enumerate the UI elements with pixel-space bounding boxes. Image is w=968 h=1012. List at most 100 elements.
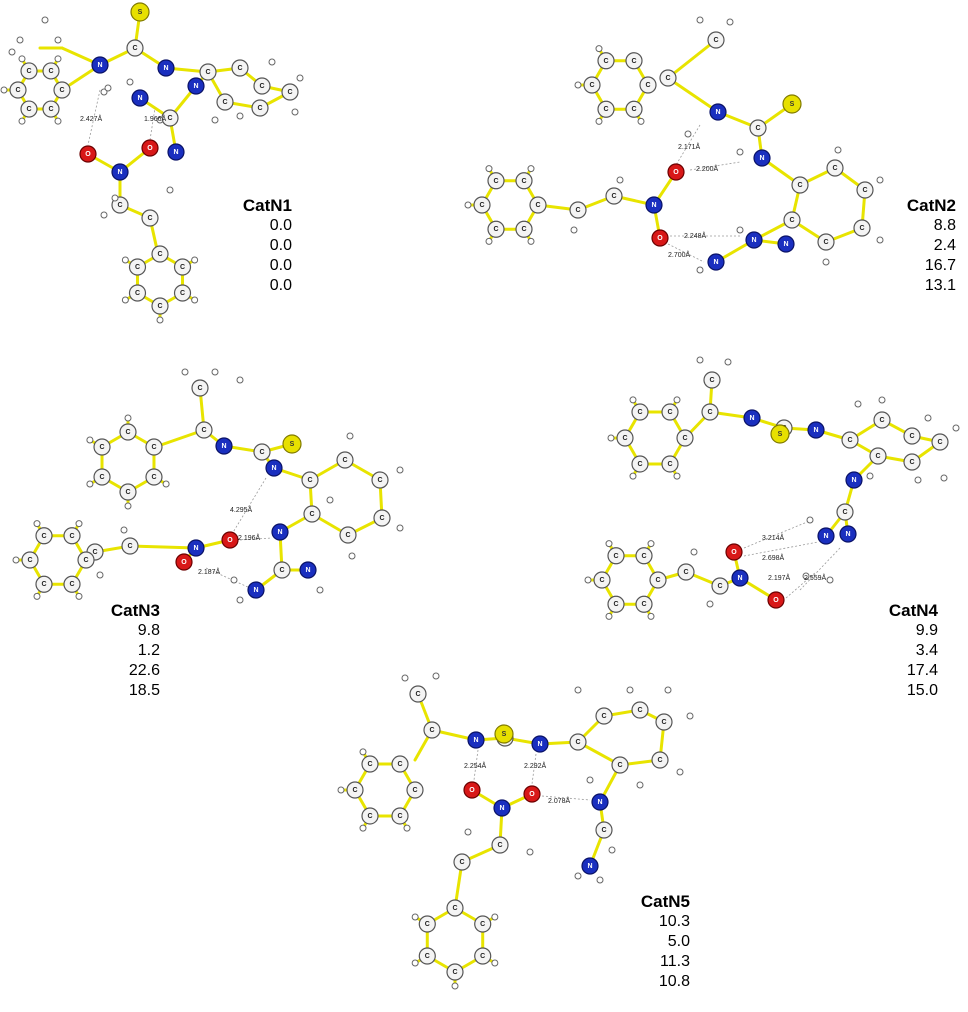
carbon-atom: C bbox=[216, 93, 234, 111]
carbon-atom: C bbox=[597, 100, 615, 118]
hydrogen-atom bbox=[126, 78, 134, 86]
energy-value: 17.4 bbox=[906, 662, 938, 679]
carbon-atom: C bbox=[649, 571, 667, 589]
carbon-atom: C bbox=[701, 403, 719, 421]
carbon-atom: C bbox=[42, 62, 60, 80]
atom-label: C bbox=[377, 477, 382, 484]
hydrogen-atom bbox=[451, 982, 459, 990]
carbon-atom: C bbox=[487, 220, 505, 238]
hydrogen-bond-line bbox=[541, 795, 591, 801]
carbon-atom: C bbox=[515, 220, 533, 238]
hydrogen-atom bbox=[121, 296, 129, 304]
atom-label: C bbox=[599, 577, 604, 584]
atom-label: C bbox=[379, 515, 384, 522]
atom-label: C bbox=[197, 385, 202, 392]
carbon-atom: C bbox=[418, 915, 436, 933]
atom-label: N bbox=[221, 443, 226, 450]
hydrogen-atom bbox=[211, 368, 219, 376]
atom-label: S bbox=[290, 441, 295, 448]
atom-label: C bbox=[279, 567, 284, 574]
atom-label: C bbox=[603, 58, 608, 65]
atom-label: C bbox=[99, 444, 104, 451]
hydrogen-atom bbox=[686, 712, 694, 720]
carbon-atom: C bbox=[453, 853, 471, 871]
hydrogen-atom bbox=[16, 36, 24, 44]
distance-label: 2.700Å bbox=[668, 250, 691, 259]
conformer-name: CatN2 bbox=[906, 196, 956, 215]
hydrogen-atom bbox=[124, 502, 132, 510]
carbon-atom: C bbox=[9, 81, 27, 99]
atom-label: C bbox=[69, 533, 74, 540]
atom-label: C bbox=[655, 577, 660, 584]
atom-label: O bbox=[227, 537, 233, 544]
hydrogen-atom bbox=[584, 576, 592, 584]
hydrogen-atom bbox=[491, 959, 499, 967]
atom-label: C bbox=[641, 553, 646, 560]
atom-label: C bbox=[717, 583, 722, 590]
hydrogen-atom bbox=[100, 88, 108, 96]
bond bbox=[666, 76, 720, 114]
atom-label: C bbox=[26, 106, 31, 113]
carbon-atom: C bbox=[635, 547, 653, 565]
hydrogen-bond-line bbox=[239, 537, 273, 541]
hydrogen-atom bbox=[86, 480, 94, 488]
carbon-atom: C bbox=[635, 595, 653, 613]
carbon-atom: C bbox=[836, 503, 854, 521]
hydrogen-bond-line bbox=[87, 89, 101, 146]
atom-label: C bbox=[41, 581, 46, 588]
atom-label: C bbox=[425, 921, 430, 928]
atom-label: C bbox=[667, 461, 672, 468]
nitrogen-atom: N bbox=[271, 523, 289, 541]
carbon-atom: C bbox=[631, 455, 649, 473]
hydrogen-atom bbox=[485, 237, 493, 245]
hydrogen-atom bbox=[41, 16, 49, 24]
carbon-atom: C bbox=[625, 52, 643, 70]
atom-label: C bbox=[657, 757, 662, 764]
carbon-atom: C bbox=[841, 431, 859, 449]
carbon-atom: C bbox=[474, 915, 492, 933]
carbon-atom: C bbox=[301, 471, 319, 489]
carbon-atom: C bbox=[191, 379, 209, 397]
hydrogen-atom bbox=[664, 686, 672, 694]
oxygen-atom: O bbox=[767, 591, 785, 609]
carbon-atom: C bbox=[128, 284, 147, 302]
hydrogen-atom bbox=[491, 913, 499, 921]
nitrogen-atom: N bbox=[131, 89, 149, 107]
atom-label: C bbox=[521, 178, 526, 185]
hydrogen-atom bbox=[690, 548, 698, 556]
hydrogen-atom bbox=[191, 296, 199, 304]
atom-label: C bbox=[459, 859, 464, 866]
atom-label: C bbox=[26, 68, 31, 75]
atom-label: N bbox=[759, 155, 764, 162]
hydrogen-atom bbox=[696, 266, 704, 274]
atom-label: C bbox=[637, 409, 642, 416]
conformer-name: CatN3 bbox=[110, 601, 160, 620]
carbon-atom: C bbox=[361, 807, 379, 825]
atom-label: N bbox=[117, 169, 122, 176]
atom-label: C bbox=[452, 969, 457, 976]
carbon-atom: C bbox=[707, 31, 725, 49]
hydrogen-atom bbox=[396, 466, 404, 474]
carbon-atom: C bbox=[409, 685, 427, 703]
hydrogen-bond-line bbox=[785, 571, 817, 599]
atom-label: C bbox=[909, 433, 914, 440]
distance-label: 2.427Å bbox=[80, 114, 103, 123]
atom-label: N bbox=[751, 237, 756, 244]
bond bbox=[128, 544, 198, 550]
atom-label: S bbox=[502, 731, 507, 738]
oxygen-atom: O bbox=[79, 145, 97, 163]
nitrogen-atom: N bbox=[493, 799, 511, 817]
nitrogen-atom: N bbox=[745, 231, 763, 249]
hydrogen-atom bbox=[156, 116, 164, 124]
atom-label: C bbox=[132, 45, 137, 52]
hydrogen-atom bbox=[527, 237, 535, 245]
carbon-atom: C bbox=[873, 411, 891, 429]
atom-label: S bbox=[790, 101, 795, 108]
hydrogen-atom bbox=[629, 472, 637, 480]
hydrogen-atom bbox=[526, 848, 534, 856]
atom-label: C bbox=[613, 601, 618, 608]
hydrogen-atom bbox=[854, 400, 862, 408]
carbon-atom: C bbox=[423, 721, 441, 739]
hydrogen-atom bbox=[684, 130, 692, 138]
bond bbox=[666, 38, 718, 80]
